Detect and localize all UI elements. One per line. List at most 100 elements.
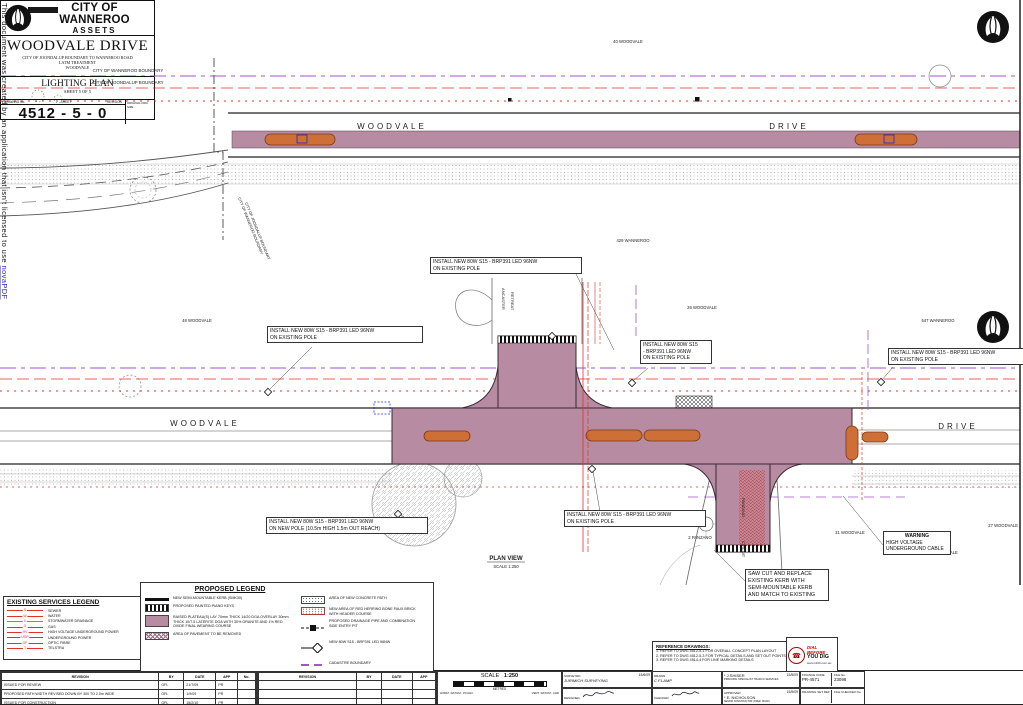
lot-label: 48 WOODVALE — [182, 318, 212, 323]
telstra-line-symbol: T — [7, 645, 43, 651]
sheet-of: SHEET 5 OF 5 — [64, 89, 91, 94]
road-name: DRIVE — [769, 122, 808, 131]
boundary-line-vertical — [213, 58, 224, 240]
reference-item: 2. REFER TO DWG 4512-5-3 FOR TYPICAL DET… — [656, 653, 786, 658]
surveyed-value: JURIMICH SURVEYING — [564, 678, 608, 683]
legend-item-kerb: NEW SEMI-MOUNTABLE KERB (SMK30) — [145, 596, 295, 601]
legend-item-concrete-path: AREA OF NEW CONCRETE PATH — [301, 596, 421, 604]
legend-item-pavement-removed: AREA OF PAVEMENT TO BE REMOVED — [145, 631, 295, 640]
road-name: WOODVALE — [170, 419, 240, 428]
pit-symbol — [373, 401, 391, 415]
of-line-symbol: OF — [7, 640, 43, 646]
concrete-swatch — [301, 596, 325, 604]
corner-bar — [28, 7, 58, 13]
approved-cell: APPROVED 15/5/09 * E. NICHOLSON SENIOR C… — [722, 688, 800, 705]
drawing-number: 4512 - 5 - 0 — [18, 105, 108, 122]
novapdf-watermark: This document was created by an applicat… — [0, 3, 9, 703]
wanneroo-logo-top — [976, 10, 1010, 44]
lot-label: 26 WOODVALE — [687, 305, 717, 310]
stormwater-line-symbol: D — [7, 618, 43, 624]
piano-keys-swatch — [145, 604, 169, 612]
plateau-swatch — [145, 615, 169, 627]
drawn-value: C.F.LAMP — [654, 678, 672, 683]
street-name: RETREAT — [510, 292, 515, 311]
pole-symbol — [883, 134, 895, 144]
top-road-segment — [0, 112, 1021, 217]
legend-item-red-brick: NEW AREA OF RED HERRING BONE FAUX BRICK … — [301, 607, 421, 616]
wanneroo-logo-mid — [976, 310, 1010, 344]
legend-item-piano-keys: PROPOSED PAINTED PIANO KEYS — [145, 604, 295, 612]
revision-row: PROPOSED PATH WIDTH REVISED DOWN BY 300 … — [0, 689, 256, 699]
legend-title: PROPOSED LEGEND — [194, 586, 266, 593]
ancaster-retreat-street — [455, 278, 583, 344]
street-name: ANCASTER — [501, 288, 506, 310]
legend-item-drainage: PROPOSED DRAINAGE PIPE AND COMBINATION S… — [301, 619, 421, 637]
cadastre-swatch — [301, 664, 325, 667]
water-line-symbol: W — [7, 613, 43, 619]
pavement-removed-hatch — [675, 395, 713, 409]
plan-labels: CITY OF WANNEROO BOUNDARY CITY OF JOONDA… — [92, 39, 1018, 569]
wanneroo-logo-titleblock — [1, 4, 35, 32]
top-services — [0, 75, 1020, 102]
finance-code: PR-4571 — [802, 677, 820, 682]
lot-label: 27 WOODVALE — [988, 523, 1018, 528]
hv-line-symbol: HV — [7, 629, 43, 635]
surveyed-cell: SURVEYED 15/6/09 JURIMICH SURVEYING — [562, 671, 652, 688]
drainage-swatch — [301, 619, 325, 637]
checked-cell: CHECKED — [652, 688, 722, 705]
lot-label: 40 WOODVALE — [613, 39, 643, 44]
red-verticals — [582, 282, 863, 552]
legend-item-new-light: NEW 80W S15 - BRP391 LED 96NW — [301, 640, 421, 658]
median-island — [854, 133, 918, 146]
novapdf-link[interactable]: novaPDF — [0, 265, 9, 300]
road-name: DRIVE — [938, 422, 977, 431]
pole-symbol — [296, 134, 308, 144]
sheet-title: LIGHTING PLAN — [41, 79, 114, 89]
setref-cell: DRAWING SET REF FILE CHECKED No. — [800, 688, 865, 705]
median-island — [264, 133, 336, 146]
phone-icon: ☎ — [788, 647, 805, 664]
lot-label: 31 WOODVALE — [835, 530, 865, 535]
legend-title: EXISTING SERVICES LEGEND — [7, 599, 100, 606]
lot-label: 547 WANNEROO — [921, 318, 955, 323]
street-name: CIRCUIT — [741, 541, 746, 558]
recommended-cell: * J.SHISER 15/5/09 PRINCIPAL SPECIALIST … — [722, 671, 800, 688]
signature — [670, 691, 700, 700]
ugp-line-symbol: UGP — [7, 635, 43, 641]
legend-item-raised-plateau: RAISED PLATEAU(S) LAY 70mm THICK 14/20 D… — [145, 615, 295, 629]
red-brick-area — [739, 470, 765, 546]
gas-line-symbol: G — [7, 624, 43, 630]
road-name: WOODVALE — [357, 122, 427, 131]
title-block-project: WOODVALE DRIVE CITY OF JOONDALUP BOUNDAR… — [1, 38, 154, 77]
piano-keys — [497, 335, 577, 344]
red-brick-swatch — [301, 607, 325, 615]
watermark-text: This document was created by an applicat… — [0, 3, 9, 266]
legend-item-cadastre: CADASTRE BOUNDARY — [301, 661, 421, 667]
dial-before-you-dig-logo: ☎ DIAL BEFORE YOU DIG www.1100.com.au — [786, 637, 838, 674]
boundary-label-rotated: CITY OF WANNEROO BOUNDARY — [237, 197, 264, 256]
project-title: WOODVALE DRIVE — [6, 38, 149, 54]
lot-label: 429 WANNEROO — [616, 238, 650, 243]
crosshatch-swatch — [145, 631, 169, 640]
sewer-line-symbol: S — [7, 608, 43, 614]
sheet-border-bottom — [0, 703, 1023, 705]
scale-block: SCALE 1:250 METRES HORIZ. DATUM : PCG94 … — [437, 671, 562, 705]
